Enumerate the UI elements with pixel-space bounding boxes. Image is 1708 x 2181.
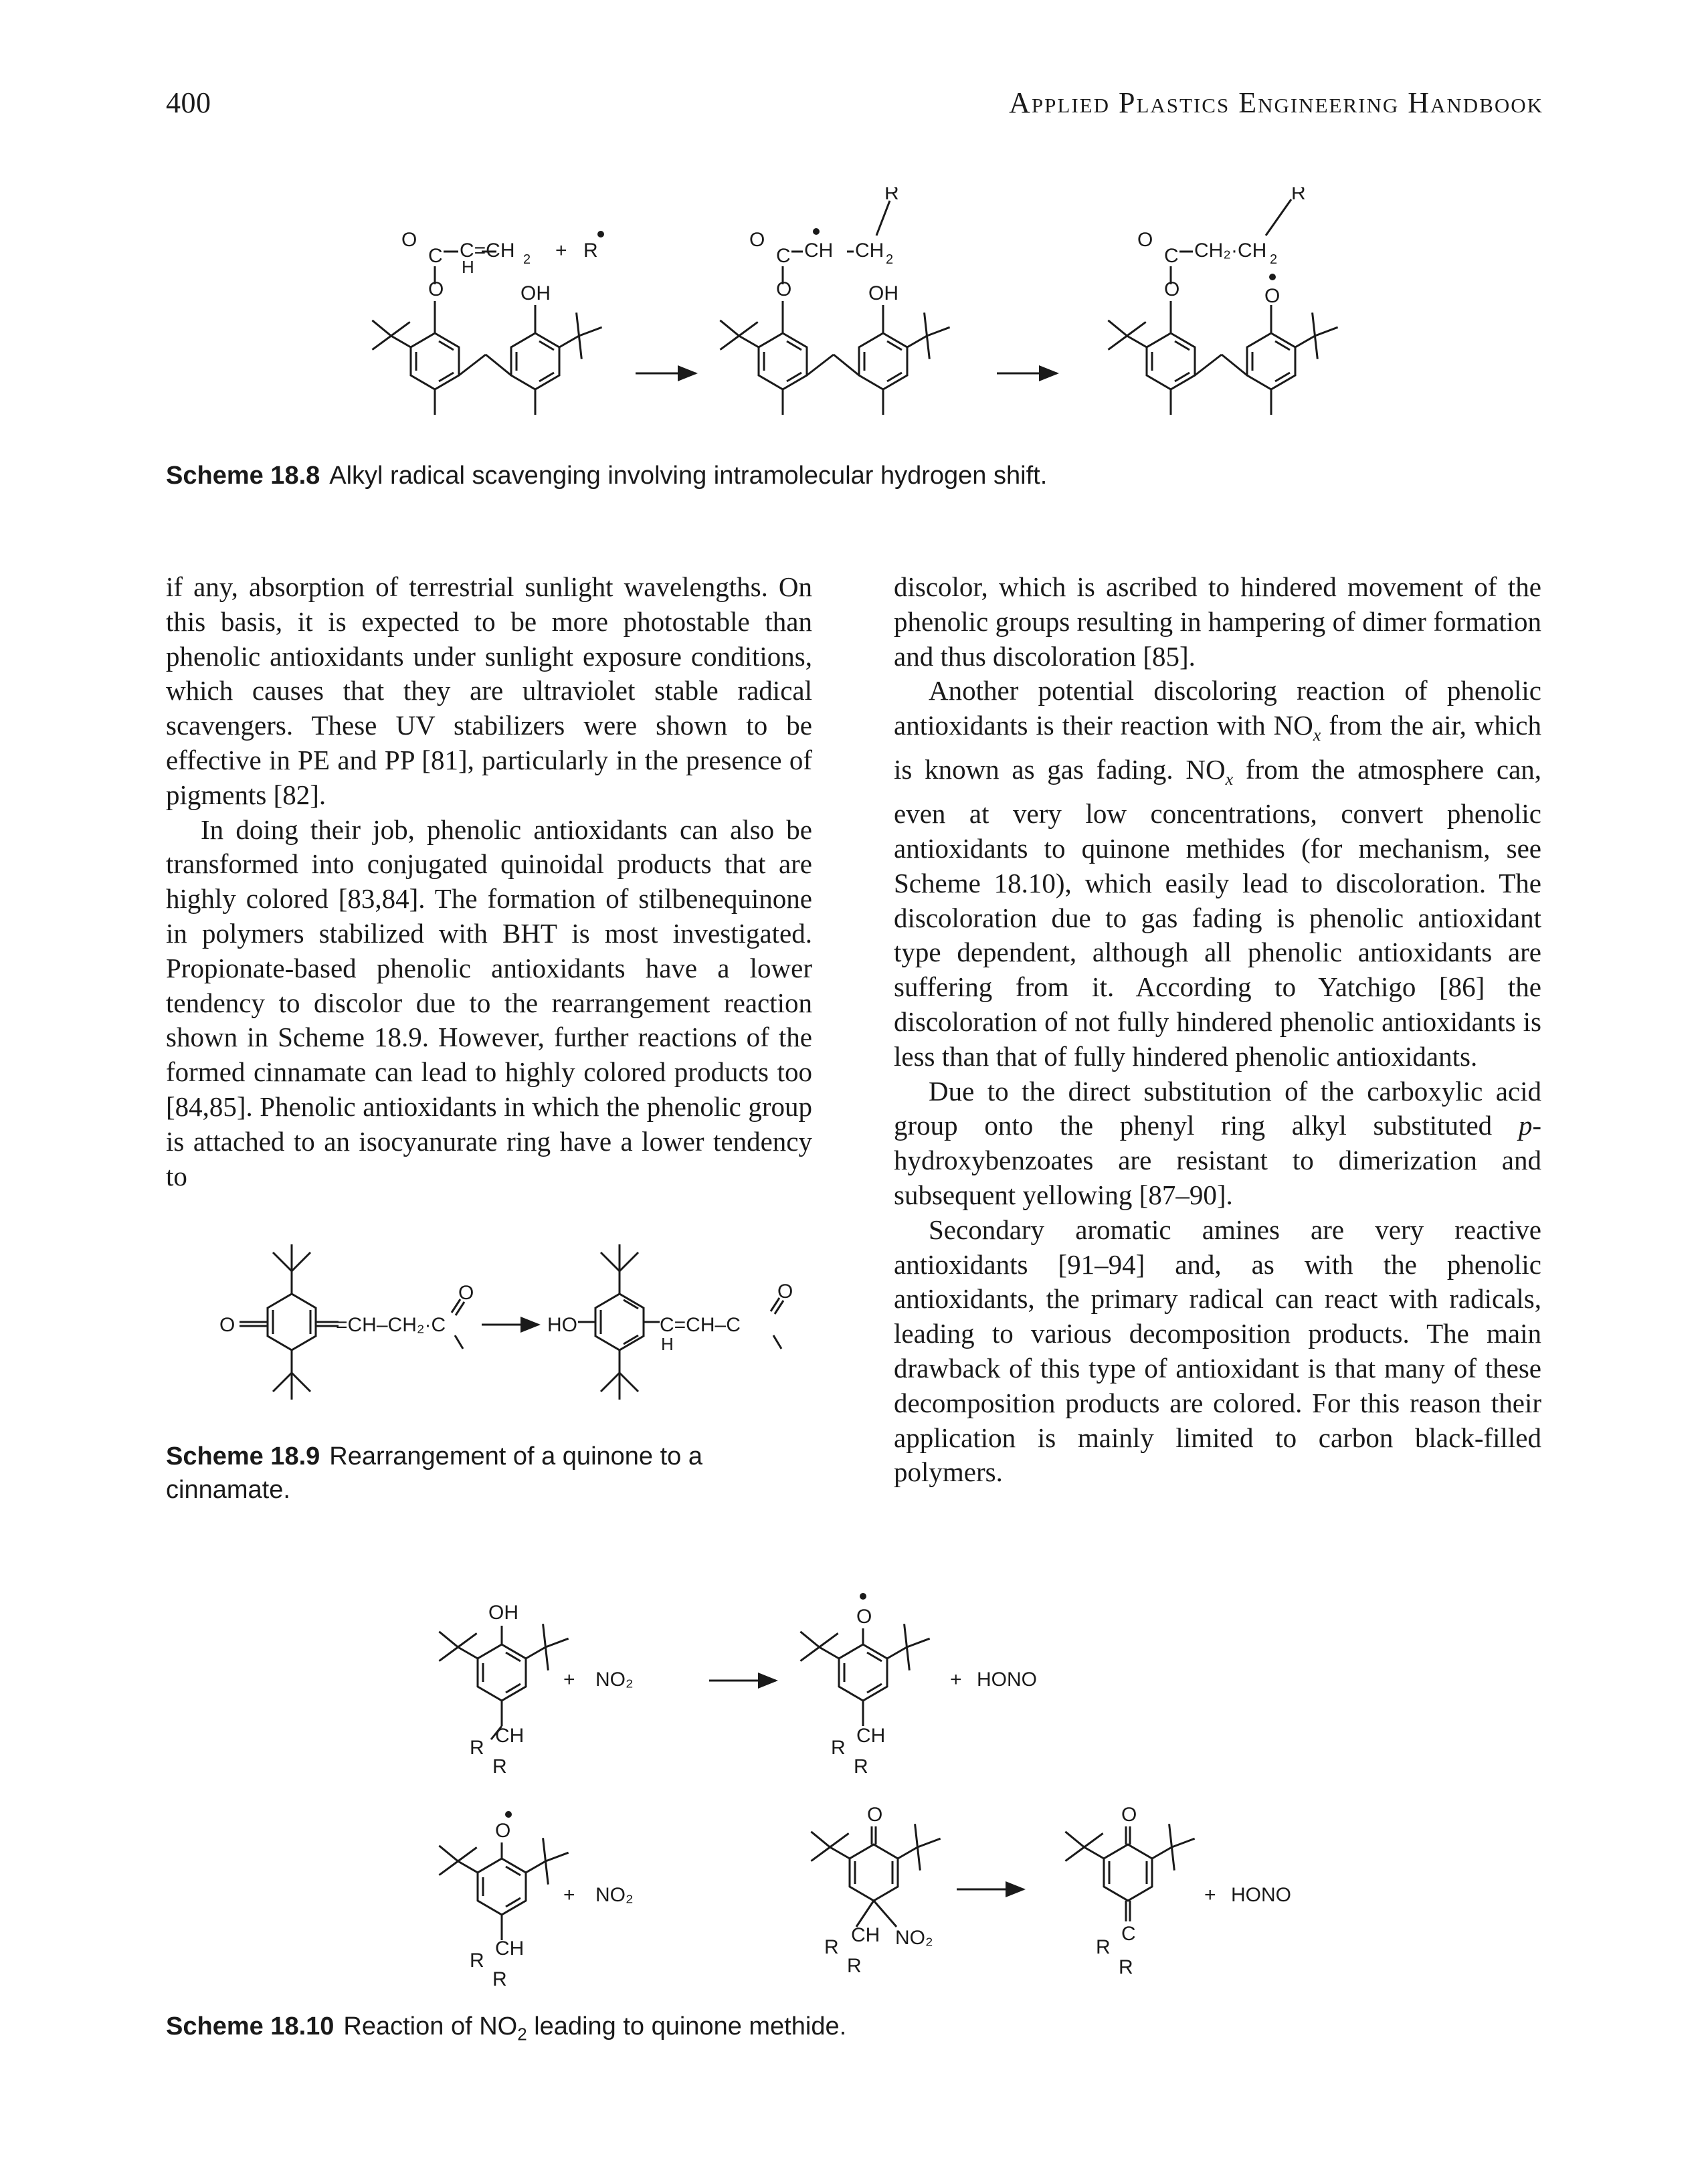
- svg-text:CH: CH: [851, 1924, 880, 1946]
- caption-text: Rearrangement of a quinone to a cinnamat…: [166, 1442, 702, 1504]
- svg-text:O: O: [777, 1281, 793, 1303]
- running-title: Applied Plastics Engineering Handbook: [1009, 86, 1543, 119]
- svg-text:R: R: [583, 240, 598, 262]
- nitro-cyclohexadienone-molecule: O CH R R NO₂: [797, 1804, 951, 1977]
- svg-text:R: R: [824, 1936, 839, 1958]
- svg-text:CH: CH: [495, 1937, 524, 1960]
- svg-text:2: 2: [523, 252, 531, 267]
- svg-text:C=CH–C: C=CH–C: [660, 1314, 741, 1336]
- svg-text:H: H: [661, 1334, 674, 1354]
- svg-text:NO₂: NO₂: [595, 1669, 634, 1691]
- svg-text:O: O: [1121, 1804, 1137, 1826]
- caption-label: Scheme 18.10: [166, 2012, 335, 2041]
- svg-text:R: R: [854, 1756, 868, 1778]
- svg-text:R: R: [492, 1968, 507, 1990]
- scheme-18-9-figure: O =CH–CH₂·C O HO C=CH–C H O: [219, 1244, 793, 1400]
- svg-text:+: +: [563, 1669, 575, 1691]
- scheme-18-8-figure: O C O C=CH 2 H OH + R O C O CH: [358, 187, 1348, 415]
- svg-text:C=CH: C=CH: [460, 240, 515, 262]
- svg-text:HO: HO: [547, 1314, 577, 1336]
- svg-text:CH: CH: [856, 1725, 885, 1747]
- svg-text:OH: OH: [520, 282, 551, 304]
- scheme-18-8-caption: Scheme 18.8 Alkyl radical scavenging invo…: [166, 459, 1544, 492]
- svg-text:R: R: [470, 1950, 484, 1972]
- caption-label: Scheme 18.9: [166, 1442, 320, 1471]
- page-number: 400: [166, 86, 211, 119]
- svg-text:NO₂: NO₂: [895, 1927, 933, 1949]
- svg-text:+: +: [950, 1669, 962, 1691]
- svg-text:R: R: [831, 1737, 846, 1759]
- svg-text:CH: CH: [855, 240, 884, 262]
- paragraph: if any, absorption of terrestrial sunlig…: [166, 571, 812, 810]
- svg-text:O: O: [867, 1804, 882, 1826]
- svg-text:2: 2: [1270, 252, 1277, 267]
- svg-text:O: O: [1164, 278, 1179, 300]
- svg-text:O: O: [1137, 229, 1153, 251]
- svg-text:+: +: [555, 240, 567, 262]
- caption-label: Scheme 18.8: [166, 462, 320, 490]
- svg-text:R: R: [1291, 187, 1306, 204]
- svg-text:+: +: [1204, 1884, 1216, 1906]
- acrylate-bisphenol-molecule: O C O C=CH 2 H OH + R: [358, 229, 612, 415]
- svg-text:O: O: [749, 229, 765, 251]
- cinnamate-molecule: HO C=CH–C H O: [547, 1244, 793, 1400]
- svg-text:2: 2: [886, 252, 893, 267]
- svg-text:R: R: [884, 187, 899, 204]
- paragraph: discolor, which is ascribed to hindered …: [894, 571, 1541, 672]
- svg-text:C: C: [776, 245, 791, 267]
- paragraph: Due to the direct substitution of the ca…: [894, 1075, 1541, 1210]
- hindered-phenol-molecule: OH CH R R: [425, 1602, 579, 1778]
- svg-text:O: O: [776, 278, 791, 300]
- svg-text:R: R: [847, 1955, 862, 1977]
- svg-text:OH: OH: [488, 1602, 518, 1624]
- svg-text:O: O: [428, 278, 444, 300]
- svg-text:O: O: [495, 1820, 510, 1842]
- svg-text:OH: OH: [868, 282, 898, 304]
- svg-text:CH: CH: [495, 1725, 524, 1747]
- caption-text: Alkyl radical scavenging involving intra…: [329, 462, 1048, 490]
- quinone-methide-molecule: O C R R: [1051, 1804, 1205, 1978]
- paragraph: Another potential discoloring reaction o…: [894, 675, 1541, 1072]
- scheme-18-10-figure: OH CH R R + NO₂ O CH R R + HONO O CH R R: [425, 1593, 1291, 1990]
- paragraph: Secondary aromatic amines are very react…: [894, 1214, 1541, 1488]
- svg-text:O: O: [401, 229, 417, 251]
- svg-text:R: R: [470, 1737, 484, 1759]
- svg-text:H: H: [462, 257, 474, 277]
- svg-text:+: +: [563, 1884, 575, 1906]
- svg-text:CH₂·CH: CH₂·CH: [1194, 240, 1266, 262]
- left-column-text: if any, absorption of terrestrial sunlig…: [166, 570, 812, 1194]
- svg-text:R: R: [1119, 1956, 1133, 1978]
- svg-text:O: O: [1264, 285, 1280, 307]
- svg-text:NO₂: NO₂: [595, 1884, 634, 1906]
- svg-text:CH: CH: [804, 240, 833, 262]
- svg-text:C: C: [1121, 1923, 1136, 1945]
- radical-intermediate-molecule: O C O CH CH 2 R OH: [706, 187, 960, 415]
- phenoxy-radical-product-molecule: O C O CH₂·CH 2 O R: [1094, 187, 1348, 415]
- right-column-text: discolor, which is ascribed to hindered …: [894, 570, 1541, 1490]
- svg-text:HONO: HONO: [1231, 1884, 1291, 1906]
- paragraph: In doing their job, phenolic antioxidant…: [166, 814, 812, 1192]
- svg-text:O: O: [856, 1606, 872, 1628]
- phenoxy-radical-molecule: O CH R R: [786, 1593, 940, 1778]
- svg-text:=CH–CH₂·C: =CH–CH₂·C: [336, 1314, 446, 1336]
- svg-text:O: O: [458, 1282, 474, 1304]
- quinone-molecule: O =CH–CH₂·C O: [219, 1244, 474, 1400]
- phenoxy-radical-molecule: O CH R R: [425, 1811, 579, 1990]
- svg-text:R: R: [492, 1756, 507, 1778]
- svg-text:C: C: [1164, 245, 1179, 267]
- svg-text:O: O: [219, 1314, 235, 1336]
- svg-text:R: R: [1096, 1936, 1111, 1958]
- svg-text:HONO: HONO: [977, 1669, 1037, 1691]
- svg-text:C: C: [428, 245, 443, 267]
